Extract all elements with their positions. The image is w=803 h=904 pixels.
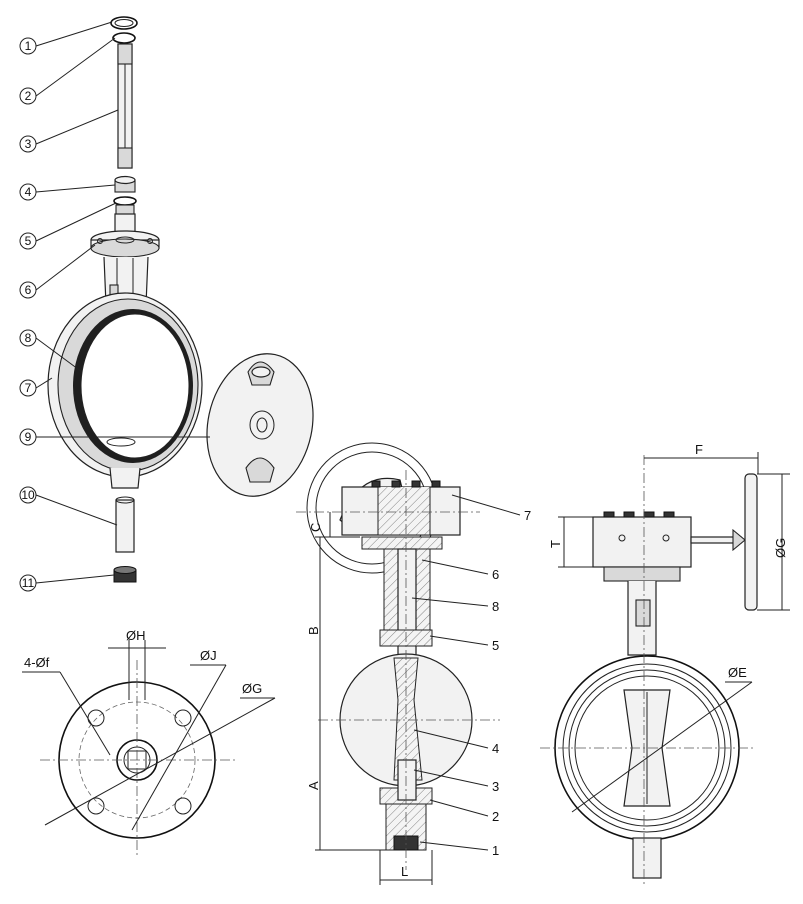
svg-text:4: 4 [25,185,32,199]
section-part-3: 3 [492,779,499,794]
callout-7: 7 [19,379,37,397]
dim-j-label: ØJ [200,648,217,663]
callout-circles: 1 2 3 4 5 6 8 7 9 10 11 [19,37,37,592]
dim-l-label: L [401,864,408,879]
svg-text:6: 6 [25,283,32,297]
svg-text:7: 7 [25,381,32,395]
disc-part [206,353,314,497]
svg-text:5: 5 [25,234,32,248]
dim-a-label: A [306,781,321,790]
callout-9: 9 [19,428,37,446]
plug-part [113,566,137,583]
callout-5: 5 [19,232,37,250]
dim-b-label: B [306,626,321,635]
section-view: C B A L 7 6 8 5 4 3 2 1 [296,442,531,885]
callout-1: 1 [19,37,37,55]
svg-text:8: 8 [25,331,32,345]
section-part-6: 6 [492,567,499,582]
exploded-view: 1 2 3 4 5 6 8 7 9 10 11 [19,16,314,592]
ring-part [112,32,136,44]
dim-h-label: ØH [126,628,146,643]
circlip-part [110,16,138,30]
section-part-1: 1 [492,843,499,858]
lower-stem-part [115,496,135,553]
stem-part [117,43,133,169]
callout-4: 4 [19,183,37,201]
top-flange-view: ØH ØJ ØG 4-Øf [22,628,276,855]
svg-text:10: 10 [21,488,35,502]
svg-text:1: 1 [25,39,32,53]
section-part-4: 4 [492,741,499,756]
side-view: F T ØG ØE [540,442,790,885]
section-part-7: 7 [524,508,531,523]
valve-body-part [47,292,203,489]
callout-2: 2 [19,87,37,105]
callout-6: 6 [19,281,37,299]
callout-10: 10 [19,486,37,504]
callout-11: 11 [19,574,37,592]
dim-t-label: T [548,540,563,548]
callout-8: 8 [19,329,37,347]
callout-3: 3 [19,135,37,153]
dim-f-side-label: F [695,442,703,457]
svg-text:3: 3 [25,137,32,151]
dim-f-label: 4-Øf [24,655,50,670]
svg-text:9: 9 [25,430,32,444]
dim-e-label: ØE [728,665,747,680]
svg-text:2: 2 [25,89,32,103]
bushing-part [114,175,136,193]
neck-flange-part [90,213,160,308]
dim-c-label: C [308,523,323,532]
dim-g-side-label: ØG [773,538,788,558]
section-part-2: 2 [492,809,499,824]
section-part-5: 5 [492,638,499,653]
dim-g-label: ØG [242,681,262,696]
section-part-8: 8 [492,599,499,614]
svg-text:11: 11 [22,576,35,590]
exploded-leaders [35,21,210,584]
